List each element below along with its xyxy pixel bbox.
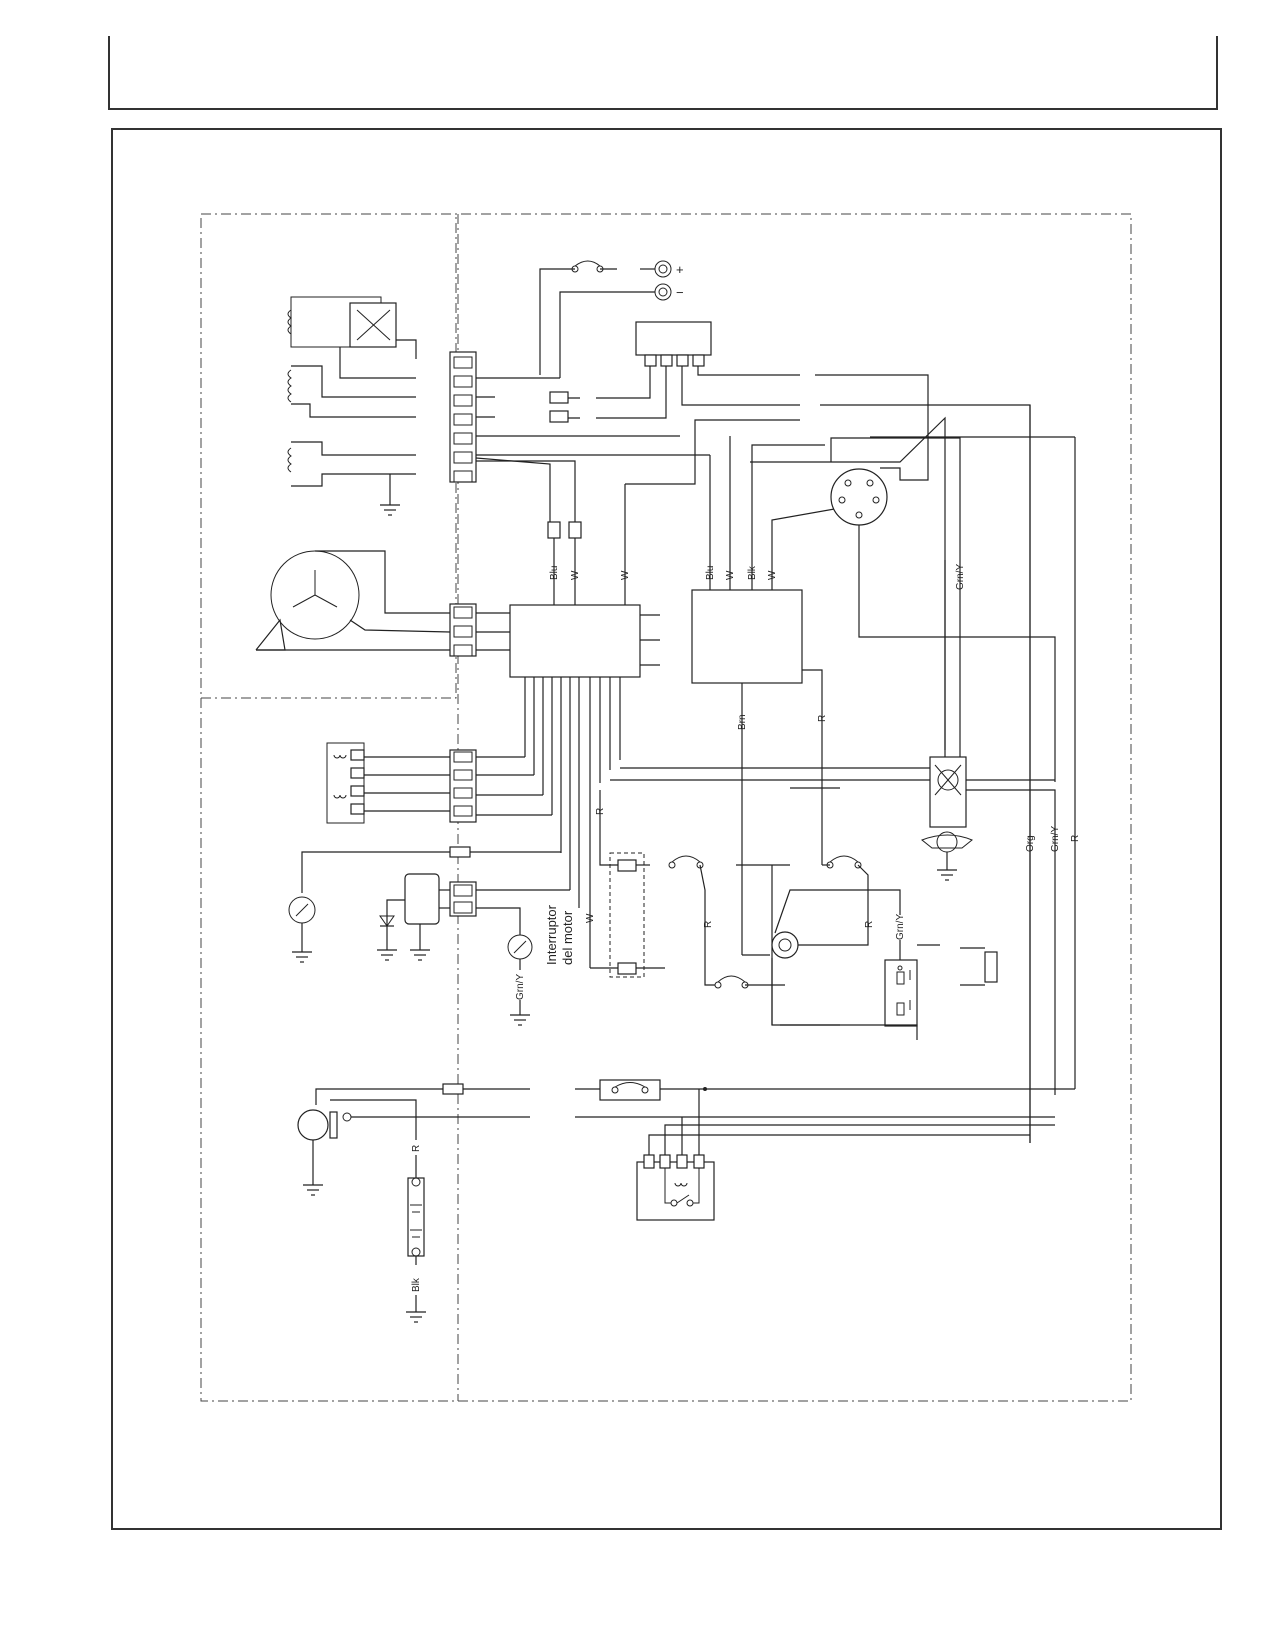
wire-label: W	[585, 913, 596, 923]
header-box	[108, 36, 1218, 110]
top-connector	[596, 321, 800, 419]
starter-circuit	[297, 1083, 530, 1323]
diode-icon	[379, 915, 395, 927]
dc-output	[539, 260, 672, 378]
wire-label: Blu	[705, 566, 716, 580]
wire-label: R	[411, 1145, 422, 1152]
relay-coil-icon	[674, 1182, 688, 1187]
wire-label: R	[1070, 835, 1081, 842]
control-module-left	[509, 419, 800, 968]
wire-label: W	[725, 570, 736, 580]
ignition-module	[377, 873, 570, 961]
idle-control	[610, 756, 1056, 1095]
coil-icon	[287, 369, 292, 403]
terminal-strip-main	[449, 351, 710, 605]
wire-label: R	[703, 921, 714, 928]
coil-icon	[333, 754, 347, 759]
right-harness	[870, 405, 1076, 1143]
wire-label: Grn/Y	[955, 564, 966, 590]
wire-label: Org	[1025, 835, 1036, 852]
main-frame	[111, 128, 1222, 1530]
wire-label: Blk	[747, 565, 758, 580]
wire-label: W	[570, 570, 581, 580]
three-phase-winding	[255, 550, 510, 657]
dc-minus-terminal-icon	[654, 283, 672, 301]
wire-label: Grn/Y	[895, 914, 906, 940]
stator-windings	[287, 296, 417, 516]
wire-label: Grn/Y	[515, 974, 526, 1000]
wire-label: Brn	[737, 714, 748, 730]
wire-label: R	[817, 715, 828, 722]
twist-lock-icon	[771, 931, 799, 959]
idle-solenoid-icon	[921, 834, 973, 849]
engine-switch	[507, 934, 533, 1026]
wire-label: Blu	[549, 566, 560, 580]
control-module-right	[691, 436, 841, 955]
coil-icon	[333, 794, 347, 799]
dc-plus-terminal-icon	[654, 260, 672, 278]
starter-relay	[575, 1079, 1075, 1221]
wire-label: R	[595, 808, 606, 815]
oil-sensor	[288, 846, 561, 963]
wire-label: Blk	[411, 1277, 422, 1292]
boundary-lines	[200, 213, 1132, 1402]
duplex-receptacle	[780, 940, 998, 1040]
dc-plus-label: +	[676, 262, 684, 277]
wire-label: R	[864, 921, 875, 928]
wire-label: W	[767, 570, 778, 580]
dc-minus-label: −	[676, 285, 684, 300]
wire-label: Grn/Y	[1050, 826, 1061, 852]
engine-switch-label-2: del motor	[560, 910, 575, 965]
coil-icon	[287, 309, 292, 335]
exciter-coils	[326, 742, 552, 824]
engine-switch-label-1: Interruptor	[544, 904, 559, 965]
coil-icon	[287, 447, 292, 473]
wire-label: W	[620, 570, 631, 580]
